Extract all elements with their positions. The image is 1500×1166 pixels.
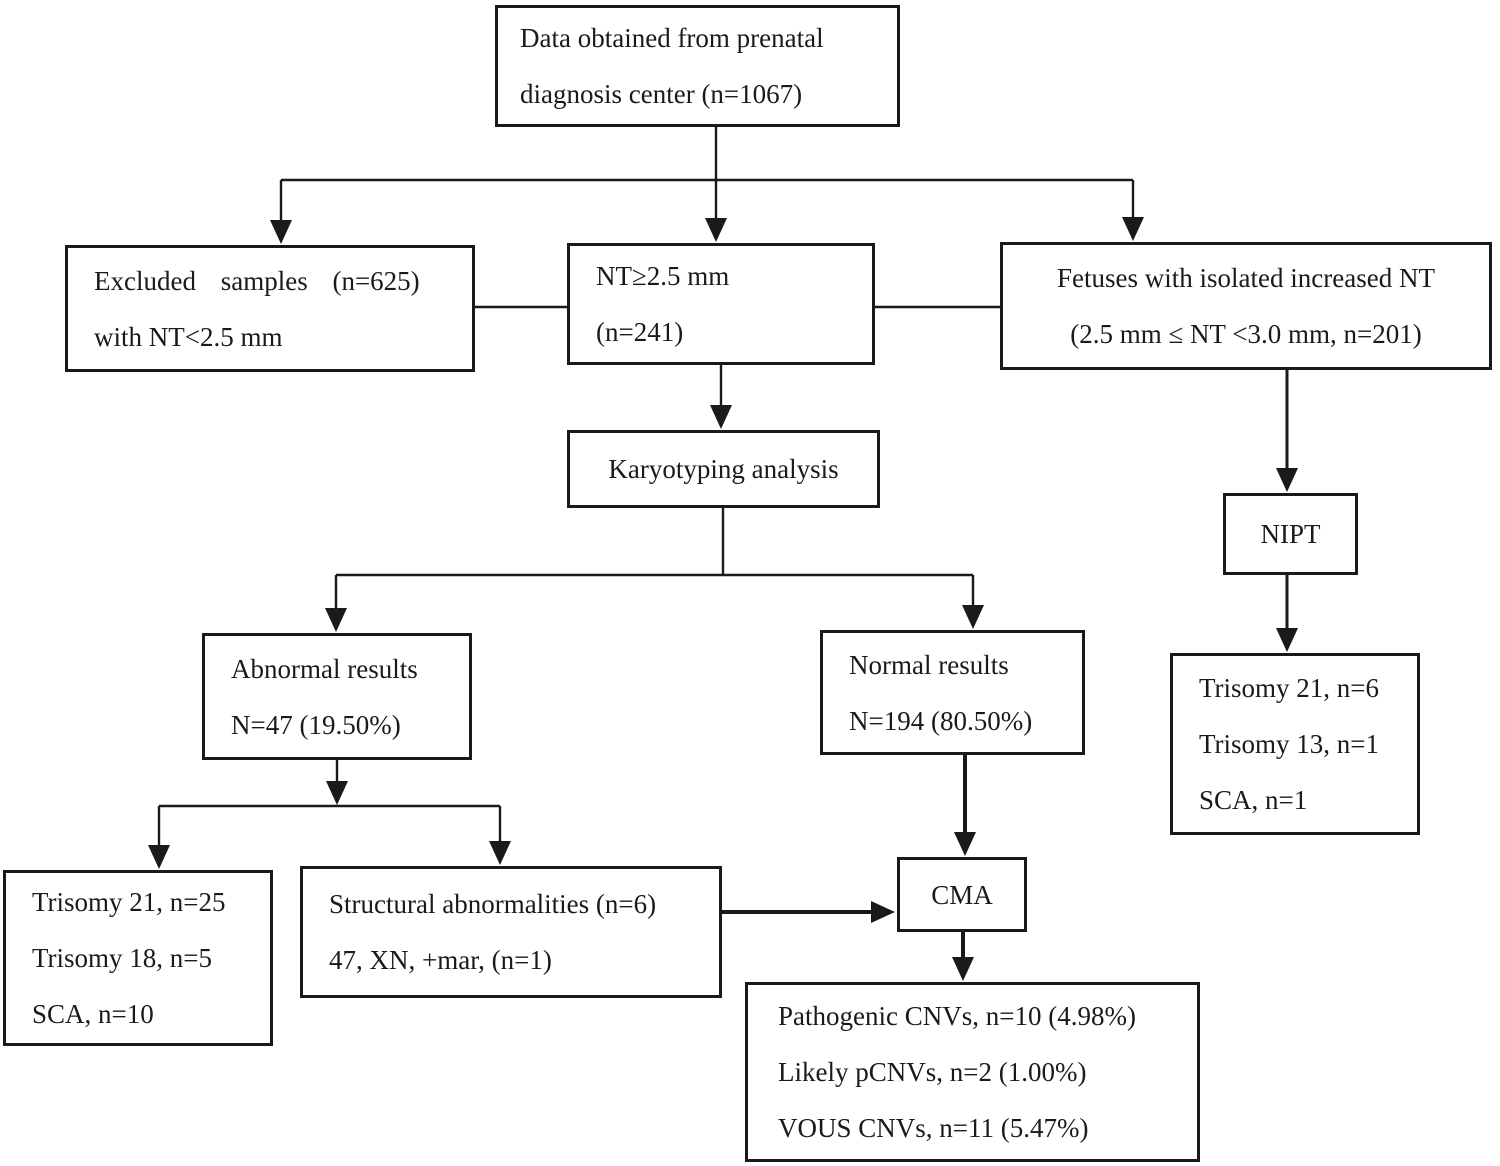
box-abnormal-results: Abnormal results N=47 (19.50%) [202,633,472,760]
box-cma-results: Pathogenic CNVs, n=10 (4.98%) Likely pCN… [745,982,1200,1162]
box-excluded-samples: Excluded samples (n=625) with NT<2.5 mm [65,245,475,372]
box-isolated-increased-nt: Fetuses with isolated increased NT (2.5 … [1000,242,1492,370]
box-text-line: SCA, n=1 [1199,785,1308,815]
box-text-line: Fetuses with isolated increased NT [1057,263,1435,293]
box-text-line: with NT<2.5 mm [94,321,283,352]
box-text-line: N=47 (19.50%) [231,709,401,740]
arrowhead-structural-to-cma [871,901,895,923]
box-numerical-abnormalities: Trisomy 21, n=25 Trisomy 18, n=5 SCA, n=… [3,870,273,1046]
box-text-line: Excluded samples (n=625) [94,265,420,296]
arrowhead-to-nt-cutoff [705,218,727,242]
box-text-line: SCA, n=10 [32,999,154,1029]
box-nipt: NIPT [1223,493,1358,575]
box-text-line: Structural abnormalities (n=6) [329,889,657,919]
arrowhead-to-nipt [1276,468,1298,492]
box-text-line: CMA [931,879,993,910]
box-karyotyping-analysis: Karyotyping analysis [567,430,880,508]
box-text-line: Trisomy 21, n=6 [1199,673,1380,703]
box-text-line: Trisomy 21, n=25 [32,887,226,917]
box-nipt-results: Trisomy 21, n=6 Trisomy 13, n=1 SCA, n=1 [1170,653,1420,835]
box-text-line: Trisomy 18, n=5 [32,943,213,973]
arrowhead-abnormal-branch [326,781,348,805]
arrowhead-to-cma [954,832,976,856]
arrowhead-to-numerical [148,845,170,869]
box-text-line: Likely pCNVs, n=2 (1.00%) [778,1057,1087,1087]
box-structural-abnormalities: Structural abnormalities (n=6) 47, XN, +… [300,866,722,998]
box-text-line: (n=241) [596,317,684,347]
box-text-line: Data obtained from prenatal [520,23,824,53]
box-text-line: 47, XN, +mar, (n=1) [329,945,552,975]
box-cma: CMA [897,857,1027,932]
box-text-line: NIPT [1260,519,1321,549]
box-text-line: VOUS CNVs, n=11 (5.47%) [778,1113,1089,1143]
box-text-line: Normal results [849,649,1009,680]
arrowhead-to-cma-results [952,957,974,981]
arrowhead-to-nipt-results [1276,628,1298,652]
box-nt-cutoff: NT≥2.5 mm (n=241) [567,243,875,365]
box-text-line: Karyotyping analysis [608,454,839,484]
box-data-source: Data obtained from prenatal diagnosis ce… [495,5,900,127]
box-text-line: NT≥2.5 mm [596,261,730,291]
box-text-line: Pathogenic CNVs, n=10 (4.98%) [778,1001,1136,1031]
arrowhead-to-structural [489,841,511,865]
arrowhead-to-abnormal [325,608,347,632]
box-text-line: Trisomy 13, n=1 [1199,729,1380,759]
box-text-line: Abnormal results [231,653,418,684]
arrowhead-to-excluded [270,220,292,244]
box-text-line: diagnosis center (n=1067) [520,79,803,109]
arrowhead-to-karyotyping [710,405,732,429]
arrowhead-to-normal [962,605,984,629]
box-normal-results: Normal results N=194 (80.50%) [820,630,1085,755]
box-text-line: (2.5 mm ≤ NT <3.0 mm, n=201) [1070,319,1422,349]
arrowhead-to-isolated-nt [1122,217,1144,241]
box-text-line: N=194 (80.50%) [849,705,1033,736]
